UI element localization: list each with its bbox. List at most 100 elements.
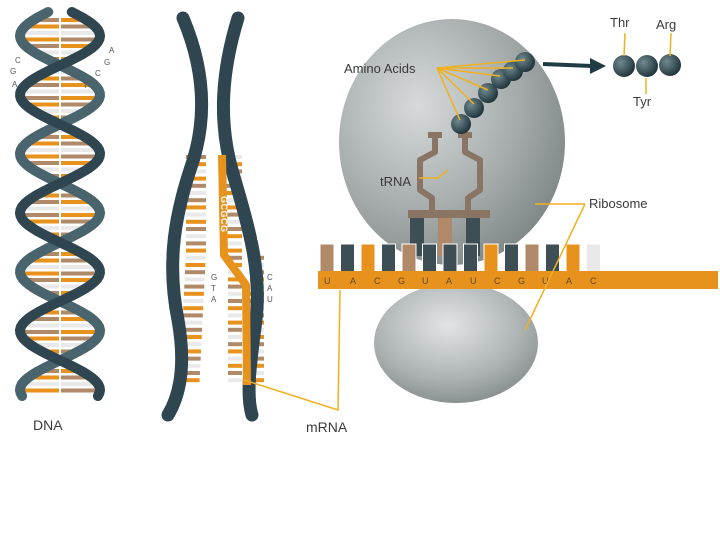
- pair-base-letter: C: [267, 273, 273, 282]
- dna-base-rung: [20, 213, 59, 217]
- thr-label: Thr: [610, 15, 630, 30]
- pair-base-letter: T: [211, 284, 216, 293]
- template-base: [179, 371, 200, 375]
- dna-base-rung: [61, 141, 92, 146]
- coding-base: [226, 227, 242, 231]
- codon-letter: U: [470, 276, 477, 286]
- tyr-label: Tyr: [633, 94, 652, 109]
- dna-base-rung: [61, 44, 97, 48]
- dna-base-rung: [61, 206, 98, 211]
- mrna-base: [228, 349, 242, 354]
- coding-base: [250, 378, 264, 383]
- dna-base-rung: [22, 278, 59, 282]
- template-base: [186, 198, 206, 203]
- amino-acid-chain: [451, 52, 535, 134]
- template-base: [181, 335, 202, 339]
- coding-base: [226, 205, 242, 210]
- template-base: [185, 263, 206, 267]
- template-base: [186, 241, 206, 246]
- codon-bar: [565, 243, 581, 273]
- dna-base-rung: [61, 369, 78, 373]
- codon-bar: [586, 243, 601, 273]
- dna-base-rung: [61, 375, 89, 380]
- dna-backbone: [14, 7, 106, 401]
- pair-base-letter: A: [211, 295, 217, 304]
- dna-base-rung: [61, 83, 93, 87]
- codon-letter: G: [518, 276, 525, 286]
- pair-base-letter: G: [211, 273, 217, 282]
- template-base: [182, 320, 203, 325]
- template-base: [183, 291, 204, 296]
- tripeptide: [613, 54, 681, 77]
- codon-letter: C: [590, 276, 597, 286]
- dna-label: DNA: [33, 417, 63, 433]
- dna-base-rung: [61, 336, 99, 341]
- dna-base-rung: [21, 89, 59, 94]
- coding-base: [226, 212, 242, 217]
- dna-base-rung: [61, 213, 100, 217]
- dna-base-rung: [61, 343, 92, 347]
- dna-base-rung: [61, 154, 100, 159]
- coding-base: [226, 219, 242, 224]
- mrna-label: mRNA: [306, 419, 348, 435]
- dna-base-letter: G: [104, 58, 110, 67]
- dna-base-letter: A: [109, 46, 115, 55]
- dna-base-rung: [30, 317, 59, 321]
- template-base: [186, 191, 206, 195]
- mrna-codon-bars: [319, 243, 601, 273]
- dna-base-rung: [21, 31, 60, 35]
- mrna-base: [228, 291, 242, 296]
- dna-base-rung: [61, 278, 98, 282]
- template-base: [186, 176, 206, 181]
- dna-base-rung: [38, 135, 59, 139]
- dna-base-letter: A: [12, 80, 18, 89]
- dna-base-rung: [20, 271, 59, 276]
- template-base: [185, 255, 206, 260]
- dna-base-letter: T: [23, 45, 28, 54]
- codon-bar: [381, 243, 396, 273]
- dna-base-rung: [61, 18, 84, 22]
- mrna-base: [228, 277, 242, 282]
- mrna-base: [228, 255, 242, 260]
- template-base: [186, 212, 206, 217]
- dna-base-rung: [23, 323, 59, 328]
- dna-base-rung: [36, 18, 59, 22]
- codon-letter: G: [398, 276, 405, 286]
- codon-bar: [422, 243, 437, 273]
- codon-bar: [463, 243, 478, 273]
- dna-base-rung: [61, 317, 90, 321]
- dna-base-rung: [61, 258, 91, 263]
- mrna-base: [228, 313, 242, 318]
- mrna-base: [228, 284, 242, 289]
- codon-letter: U: [542, 276, 549, 286]
- dna-base-rung: [61, 96, 100, 100]
- template-base: [186, 248, 206, 253]
- dna-base-rung: [31, 375, 59, 380]
- template-base: [186, 183, 206, 188]
- mrna-base: [228, 299, 242, 303]
- codon-letter: C: [374, 276, 381, 286]
- coding-base: [250, 363, 264, 368]
- codon-letter: A: [566, 276, 572, 286]
- dna-left-bases: T C G A: [10, 45, 28, 89]
- trna-label: tRNA: [380, 174, 411, 189]
- mrna-base: [228, 356, 242, 361]
- dna-base-rung: [61, 109, 90, 113]
- dna-base-rung: [61, 330, 100, 334]
- codon-bar: [483, 243, 499, 273]
- template-base: [186, 227, 206, 231]
- dna-base-rung: [20, 388, 59, 393]
- template-base: [180, 363, 201, 368]
- pair-base-letter: U: [267, 295, 273, 304]
- dna-base-rung: [23, 102, 59, 107]
- dna-base-rung: [61, 323, 97, 328]
- template-base: [184, 270, 205, 275]
- template-base: [186, 205, 206, 210]
- dna-base-rung: [29, 226, 59, 230]
- dna-base-rung: [61, 37, 100, 42]
- dna-base-rung: [42, 369, 59, 373]
- codon-bar: [319, 243, 335, 273]
- dna-base-letter: C: [95, 69, 101, 78]
- dna-double-helix: [14, 7, 106, 401]
- mrna-base: [228, 327, 242, 332]
